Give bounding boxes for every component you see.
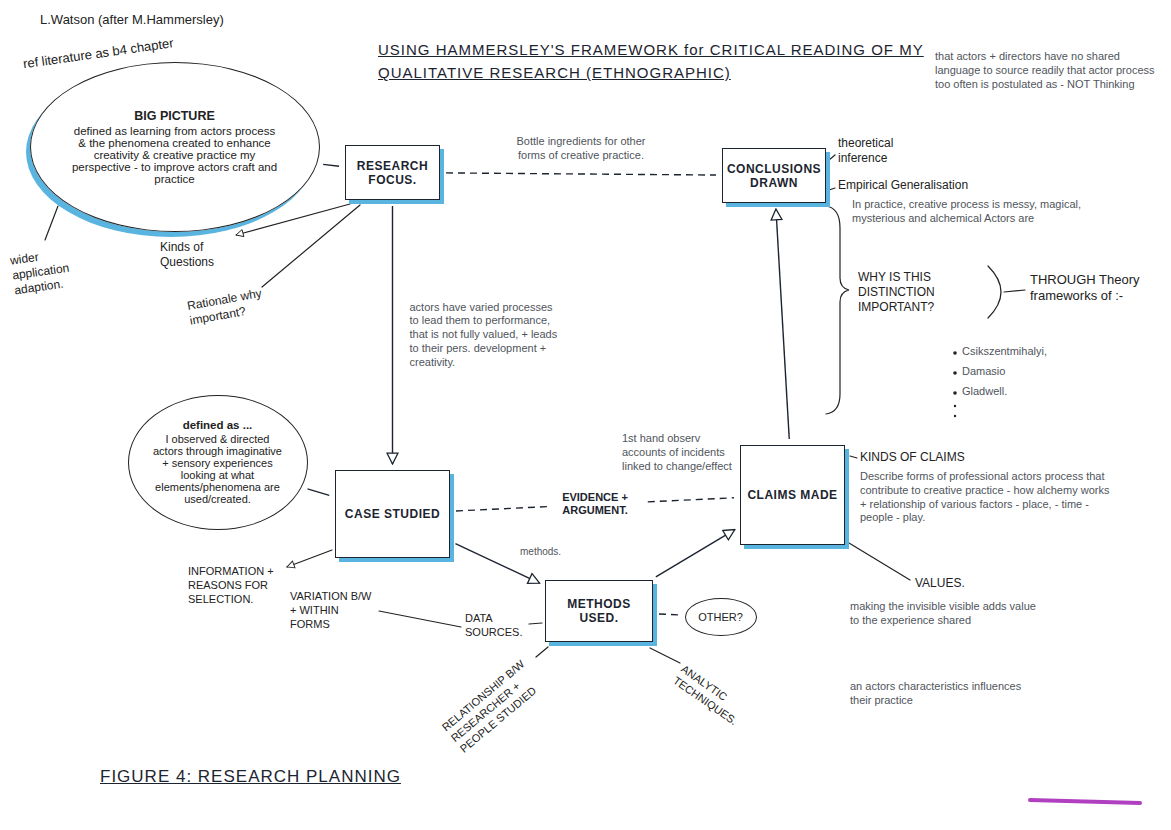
shape-text: defined as learning from actors process … xyxy=(70,125,279,185)
bullet-dot xyxy=(954,405,956,407)
annotation-heading: theoretical inference xyxy=(838,136,933,166)
box-label: CONCLUSIONS DRAWN xyxy=(727,162,821,190)
connector xyxy=(392,206,393,464)
highlighter-stroke xyxy=(1030,800,1140,803)
framework-box: RESEARCH FOCUS. xyxy=(345,145,440,200)
annotation: Kinds of Questions xyxy=(160,240,240,270)
leader-line xyxy=(379,611,461,627)
connector xyxy=(323,164,339,166)
connector xyxy=(776,209,789,439)
connector xyxy=(308,489,330,495)
node-content: METHODS USED. xyxy=(552,597,646,625)
annotation: Rationale why important? xyxy=(186,285,270,328)
list-item: Damasio xyxy=(962,365,1102,379)
leader-line xyxy=(236,204,350,235)
leader-line xyxy=(650,648,680,663)
annotation: INFORMATION + REASONS FOR SELECTION. xyxy=(188,565,288,606)
leader-line xyxy=(45,206,58,240)
box-label: CLAIMS MADE xyxy=(747,488,837,502)
shape-heading: defined as ... xyxy=(153,419,283,431)
bullet-dot xyxy=(953,371,957,375)
bullet-dot xyxy=(953,391,957,395)
pencil-note: 1st hand observ accounts of incidents li… xyxy=(622,432,734,473)
connector-label: EVIDENCE + ARGUMENT. xyxy=(547,490,643,520)
bullet-dot xyxy=(953,351,957,355)
leader-line xyxy=(1004,290,1025,292)
brace xyxy=(826,206,849,414)
connector xyxy=(446,173,716,175)
shape-text: I observed & directed actors through ima… xyxy=(153,433,283,505)
pencil-note: In practice, creative process is messy, … xyxy=(852,198,1092,226)
author-note: L.Watson (after M.Hammersley) xyxy=(40,12,280,28)
node-content: CONCLUSIONS DRAWN xyxy=(727,162,821,190)
question-note: WHY IS THIS DISTINCTION IMPORTANT? xyxy=(858,270,998,315)
node-content: CLAIMS MADE xyxy=(747,488,837,502)
annotation: DATA SOURCES. xyxy=(465,612,527,640)
annotation-heading: KINDS OF CLAIMS xyxy=(860,450,1010,465)
pencil-note: an actors characteristics influences the… xyxy=(850,680,1035,708)
pencil-note: methods. xyxy=(520,546,580,559)
figure-caption: FIGURE 4: RESEARCH PLANNING xyxy=(100,764,460,790)
annotation-heading: VALUES. xyxy=(915,576,995,591)
shape-text: OTHER? xyxy=(695,611,747,623)
connector-label: Bottle ingredients for other forms of cr… xyxy=(503,134,659,164)
connector-label: actors have varied processes to lead the… xyxy=(407,300,563,371)
annotation: RELATIONSHIP B/W RESEARCHER + PEOPLE STU… xyxy=(440,653,551,755)
annotation: VARIATION B/W + WITHIN FORMS xyxy=(290,590,375,631)
other-circle: OTHER? xyxy=(685,598,757,636)
node-content: BIG PICTURE defined as learning from acto… xyxy=(70,109,279,185)
annotation-heading: Empirical Generalisation xyxy=(838,178,988,193)
list-item: Gladwell. xyxy=(962,385,1102,399)
annotation-heading: THROUGH Theory frameworks of :- xyxy=(1030,272,1148,305)
framework-box: CASE STUDIED xyxy=(335,470,450,558)
node-content: CASE STUDIED xyxy=(345,507,440,521)
framework-box: CONCLUSIONS DRAWN xyxy=(722,148,826,203)
connector xyxy=(656,530,735,577)
box-label: CASE STUDIED xyxy=(345,507,440,521)
bullet-dot xyxy=(954,415,956,417)
big-picture-oval: BIG PICTURE defined as learning from acto… xyxy=(30,62,320,232)
node-content: RESEARCH FOCUS. xyxy=(352,159,433,187)
leader-line xyxy=(829,188,835,190)
leader-line xyxy=(536,647,548,657)
leader-line xyxy=(287,550,332,567)
box-label: METHODS USED. xyxy=(552,597,646,625)
shape-heading: BIG PICTURE xyxy=(70,109,279,123)
pencil-note: making the invisible visible adds value … xyxy=(850,600,1040,628)
connector xyxy=(659,613,679,615)
node-content: defined as ... I observed & directed acto… xyxy=(153,419,283,505)
literature-note: ref literature as b4 chapter xyxy=(22,24,257,73)
diagram-title: USING HAMMERSLEY'S FRAMEWORK for CRITICA… xyxy=(378,38,933,85)
leader-line xyxy=(529,623,542,624)
box-label: RESEARCH FOCUS. xyxy=(352,159,433,187)
list-item: Csikszentmihalyi, xyxy=(962,345,1102,359)
pencil-note: Describe forms of professional actors pr… xyxy=(860,470,1115,525)
framework-box: METHODS USED. xyxy=(545,580,653,642)
framework-box: CLAIMS MADE xyxy=(740,445,845,545)
annotation: ANALYTIC TECHNIQUES. xyxy=(670,663,759,737)
circling-mark xyxy=(988,266,1001,318)
leader-line xyxy=(850,456,857,458)
leader-line xyxy=(829,155,835,160)
node-content: OTHER? xyxy=(695,611,747,623)
leader-line xyxy=(262,205,360,287)
definition-circle: defined as ... I observed & directed acto… xyxy=(128,395,308,530)
annotation: wider application adaption. xyxy=(9,243,94,299)
pencil-note: that actors + directors have no shared l… xyxy=(935,50,1160,91)
leader-line xyxy=(849,543,910,580)
